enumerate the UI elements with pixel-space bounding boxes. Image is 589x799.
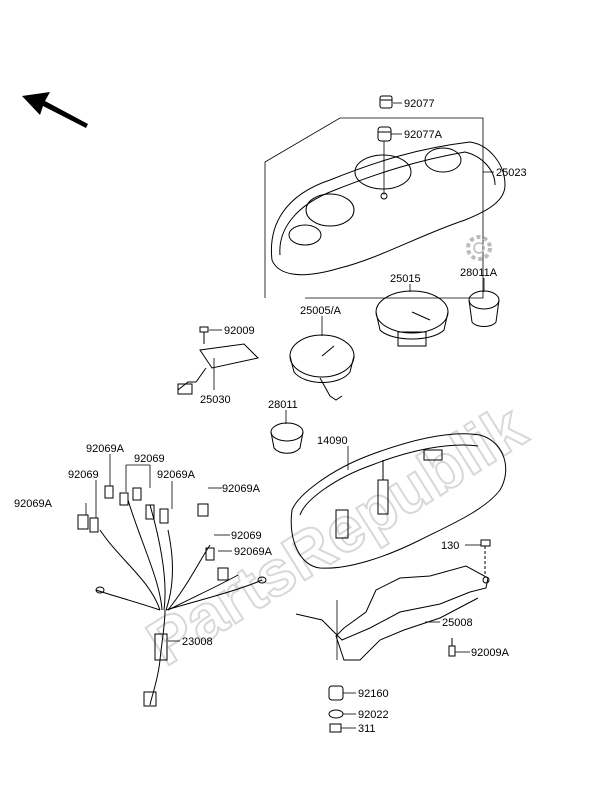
bulb-sockets [77,485,267,594]
assembly-bracket-frame [264,117,484,299]
label-25023: 25023 [496,167,527,179]
socket-28011a [468,290,500,327]
label-92069a-4: 92069A [14,498,53,510]
label-92160: 92160 [358,688,389,700]
label-92069-2: 92069 [68,469,99,481]
label-92069a-1: 92069A [86,443,125,455]
lower-cover-14090 [290,433,507,569]
damper-92160 [328,685,344,701]
nut-311 [329,723,342,733]
label-28011a: 28011A [460,267,498,279]
gauge-25005a [289,334,355,401]
gauge-25015 [375,290,449,347]
label-92069a-3: 92069A [222,483,261,495]
stay-bracket-25008 [295,565,490,661]
label-25015: 25015 [390,273,421,285]
bolt-130 [480,539,491,575]
meter-case-25023 [270,141,506,276]
label-25008: 25008 [442,617,473,629]
front-direction-arrow-icon [22,92,88,128]
label-92022: 92022 [358,709,389,721]
label-92069a-2: 92069A [157,469,196,481]
label-25005a: 25005/A [300,305,342,317]
label-92009: 92009 [224,325,255,337]
label-92069-3: 92069 [231,530,262,542]
screw-92009 [199,326,209,344]
gear-icon [466,235,492,261]
bolt-92009a [448,638,456,657]
label-92009a: 92009A [471,647,510,659]
nut-92077a [377,126,392,142]
bracket-25030 [177,343,260,395]
label-311: 311 [358,723,376,735]
leader-lines [85,102,494,729]
socket-28011 [270,422,304,454]
label-25030: 25030 [200,394,231,406]
label-92077a: 92077A [404,129,443,141]
label-130: 130 [441,540,459,552]
nut-92077 [379,95,393,109]
label-14090: 14090 [317,435,348,447]
label-92069-1: 92069 [134,453,165,465]
label-92069a-5: 92069A [234,546,273,558]
label-23008: 23008 [182,636,213,648]
wiring-harness-23008 [95,499,263,707]
label-28011: 28011 [268,399,298,411]
label-92077: 92077 [404,98,435,110]
washer-92022 [328,709,344,719]
